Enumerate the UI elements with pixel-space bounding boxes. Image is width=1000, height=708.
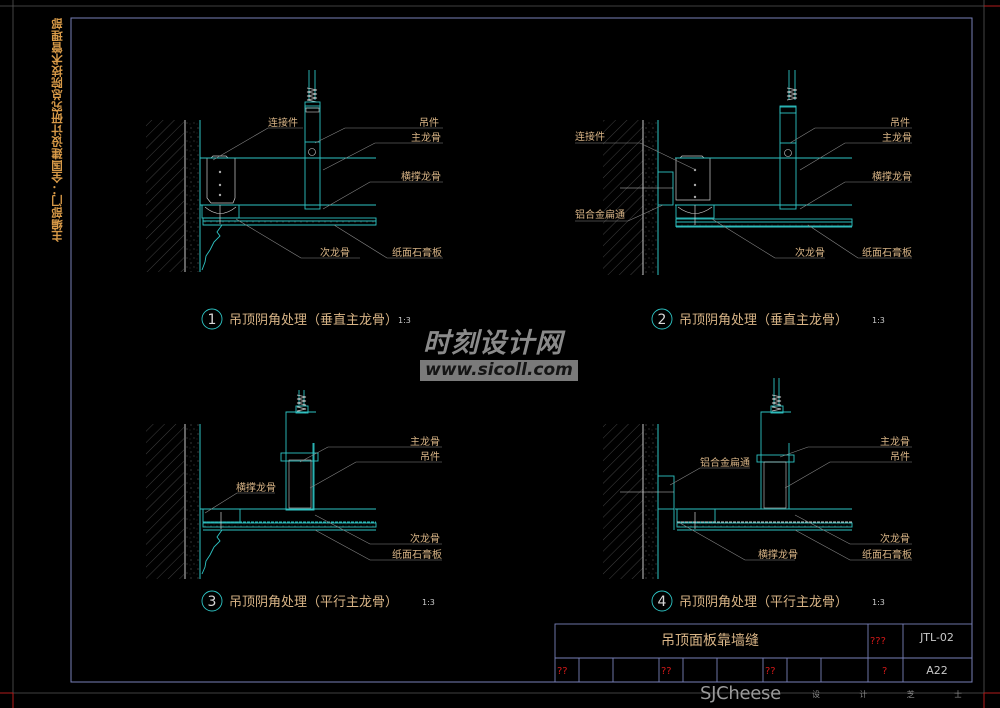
caption-3: 3 吊顶阴角处理（平行主龙骨） 1:3 xyxy=(201,590,435,612)
detail-number-circle xyxy=(201,308,223,330)
label-gypsum: 纸面石膏板 xyxy=(392,246,442,259)
page-number: A22 xyxy=(926,664,948,677)
watermark-brand: SJCheese xyxy=(700,683,781,704)
detail-1: 连接件 吊件 主龙骨 横撑龙骨 次龙骨 纸面石膏板 xyxy=(146,70,443,272)
row-mark: ?? xyxy=(661,666,672,677)
detail-4: 铝合金扁通 主龙骨 吊件 横撑龙骨 次龙骨 纸面石膏板 xyxy=(603,378,912,579)
label-cross-keel: 横撑龙骨 xyxy=(872,170,912,183)
title-mark: ??? xyxy=(870,636,886,647)
label-secondary-keel: 次龙骨 xyxy=(795,246,825,259)
detail-3: 主龙骨 吊件 横撑龙骨 次龙骨 纸面石膏板 xyxy=(146,390,442,579)
label-hanger: 吊件 xyxy=(419,117,439,129)
label-connector: 连接件 xyxy=(268,116,298,129)
detail-scale: 1:3 xyxy=(872,598,885,607)
detail-title: 吊顶阴角处理（平行主龙骨） xyxy=(229,595,398,610)
detail-number-circle xyxy=(201,590,223,612)
label-cross-keel: 横撑龙骨 xyxy=(758,548,798,561)
label-hanger: 吊件 xyxy=(890,117,910,129)
row-mark: ?? xyxy=(765,666,776,677)
detail-number: 1 xyxy=(208,312,217,328)
detail-number: 3 xyxy=(208,594,217,610)
drawing-title: 吊顶面板靠墙缝 xyxy=(661,633,759,649)
label-aluminum: 铝合金扁通 xyxy=(575,208,625,221)
label-hanger: 吊件 xyxy=(420,451,440,463)
watermark-site-name: 时刻设计网 xyxy=(423,328,563,359)
detail-number-circle xyxy=(651,308,673,330)
detail-title: 吊顶阴角处理（垂直主龙骨） xyxy=(229,313,398,328)
caption-2: 2 吊顶阴角处理（垂直主龙骨） 1:3 xyxy=(651,308,885,330)
detail-number: 2 xyxy=(658,312,667,328)
row-mark: ?? xyxy=(557,666,568,677)
drawing-code: JTL-02 xyxy=(919,631,954,644)
label-main-keel: 主龙骨 xyxy=(882,131,912,144)
corner-marks xyxy=(0,5,1000,708)
detail-scale: 1:3 xyxy=(398,316,411,325)
label-secondary-keel: 次龙骨 xyxy=(410,532,440,545)
drawing-border xyxy=(70,17,973,683)
watermark-brand-sub: 设 计 芝 士 xyxy=(812,690,962,700)
detail-number: 4 xyxy=(658,594,667,610)
label-gypsum: 纸面石膏板 xyxy=(862,246,912,259)
watermark-site-url: www.sicoll.com xyxy=(420,360,578,381)
label-connector: 连接件 xyxy=(575,130,605,143)
title-block: 吊顶面板靠墙缝 ??? JTL-02 ?? ?? ?? ? A22 xyxy=(554,623,973,683)
detail-2: 连接件 铝合金扁通 吊件 主龙骨 横撑龙骨 次龙骨 纸面石膏板 xyxy=(575,70,912,275)
label-main-keel: 主龙骨 xyxy=(410,435,440,448)
detail-title: 吊顶阴角处理（垂直主龙骨） xyxy=(679,313,848,328)
detail-number-circle xyxy=(651,590,673,612)
label-main-keel: 主龙骨 xyxy=(411,131,441,144)
label-main-keel: 主龙骨 xyxy=(880,435,910,448)
brand-sub-char: 设 xyxy=(812,690,820,699)
row-mark: ? xyxy=(882,666,887,677)
brand-sub-char: 计 xyxy=(859,690,868,699)
label-aluminum: 铝合金扁通 xyxy=(700,456,750,469)
label-secondary-keel: 次龙骨 xyxy=(320,246,350,259)
brand-sub-char: 士 xyxy=(953,690,962,699)
detail-scale: 1:3 xyxy=(872,316,885,325)
label-cross-keel: 横撑龙骨 xyxy=(401,170,441,183)
detail-title: 吊顶阴角处理（平行主龙骨） xyxy=(679,595,848,610)
brand-sub-char: 芝 xyxy=(906,690,915,699)
label-secondary-keel: 次龙骨 xyxy=(880,532,910,545)
label-gypsum: 纸面石膏板 xyxy=(392,548,442,561)
caption-1: 1 吊顶阴角处理（垂直主龙骨） 1:3 xyxy=(201,308,411,330)
label-cross-keel: 横撑龙骨 xyxy=(236,481,276,494)
caption-4: 4 吊顶阴角处理（平行主龙骨） 1:3 xyxy=(651,590,885,612)
label-hanger: 吊件 xyxy=(890,451,910,463)
label-gypsum: 纸面石膏板 xyxy=(862,548,912,561)
detail-scale: 1:3 xyxy=(422,598,435,607)
